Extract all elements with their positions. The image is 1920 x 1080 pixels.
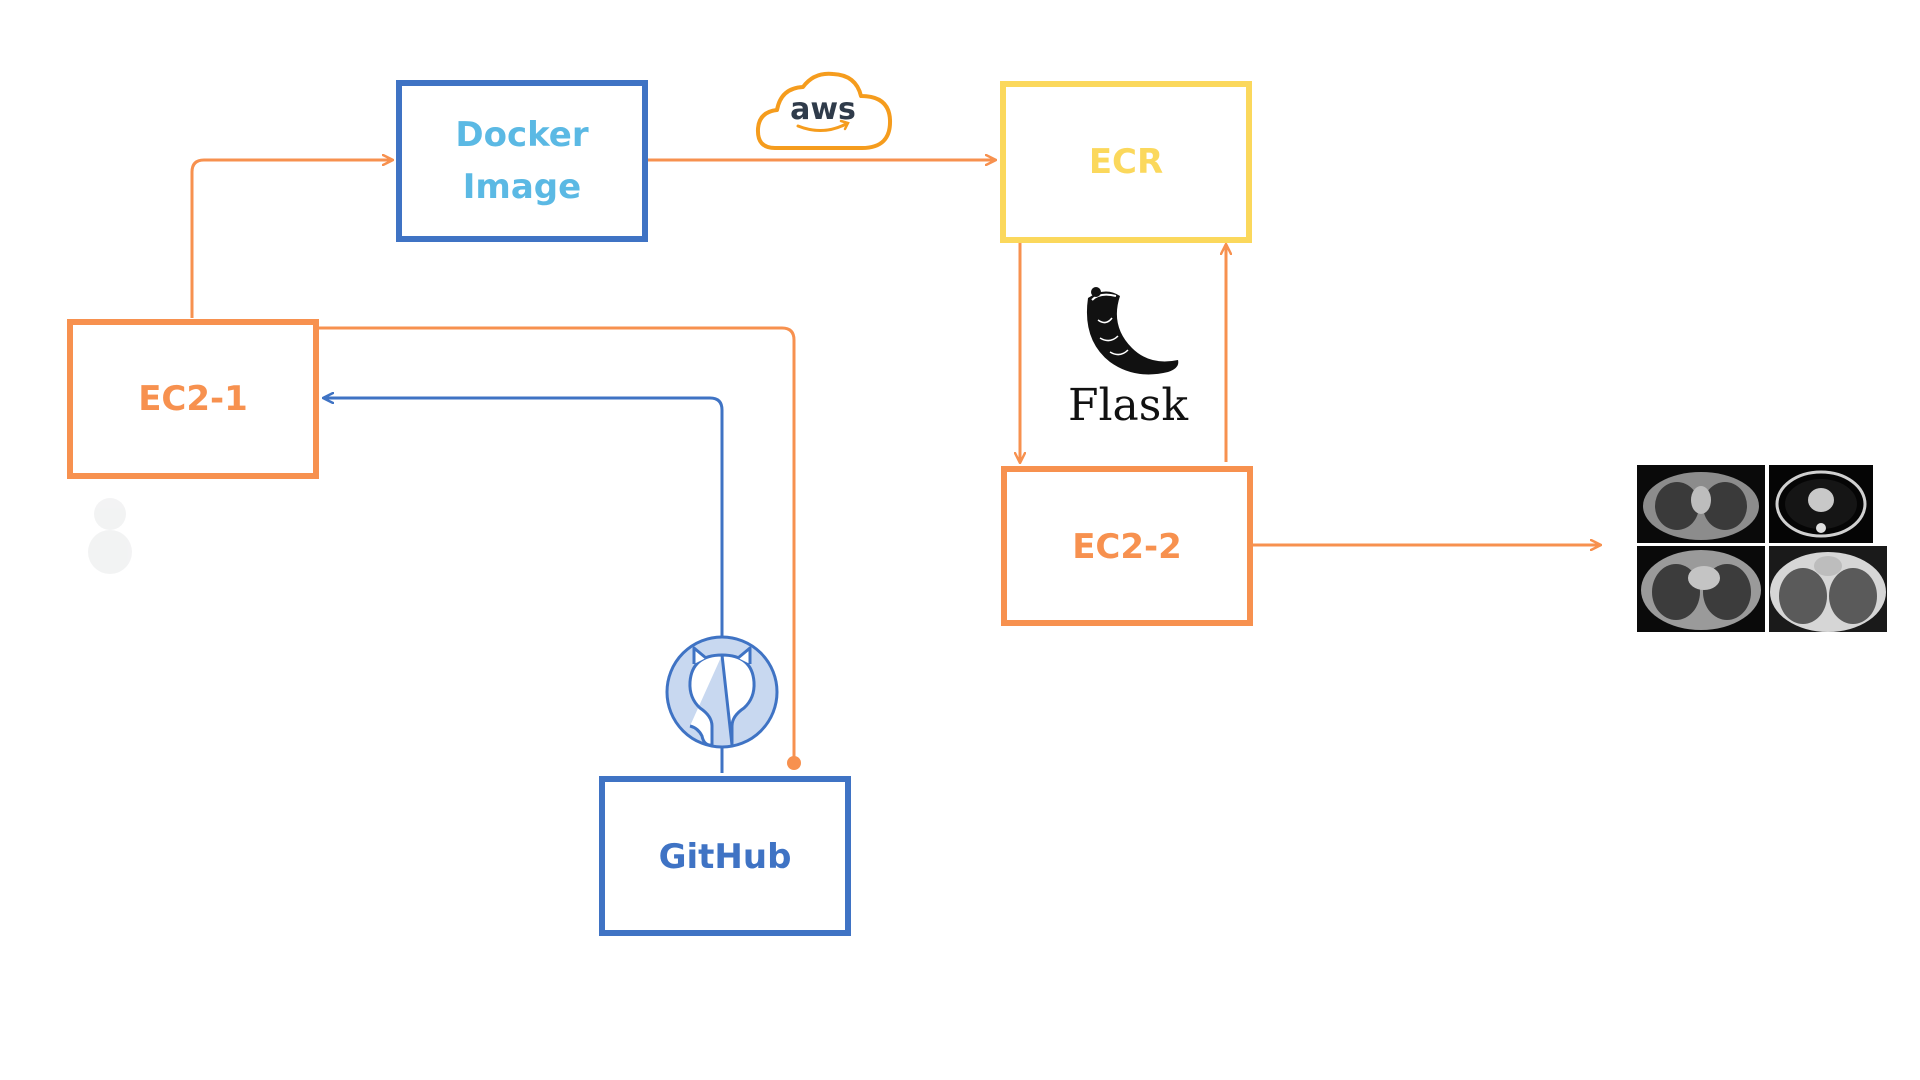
- flask-horn-icon: Flask: [1068, 282, 1188, 432]
- flask-logo-text: Flask: [1068, 380, 1188, 431]
- ecr-label: ECR: [1089, 142, 1163, 182]
- ct-scan-image-2: [1769, 465, 1873, 543]
- ct-scan-image-3: [1637, 546, 1765, 632]
- connector-github-to-ec2-1: [324, 398, 724, 773]
- connector-ec2-1-to-github: [316, 326, 796, 763]
- ct-scan-image-1: [1637, 465, 1765, 543]
- docker-image-label-line2: Image: [463, 167, 581, 207]
- node-docker-image: Docker Image: [396, 80, 648, 242]
- ec2-1-label: EC2-1: [138, 379, 248, 419]
- ct-scan-image-4: [1769, 546, 1887, 632]
- node-ec2-2: EC2-2: [1001, 466, 1253, 626]
- node-ecr: ECR: [1000, 81, 1252, 243]
- github-octocat-icon: [665, 635, 779, 749]
- connector-ec2-1-to-docker-image: [190, 160, 392, 318]
- ec2-2-label: EC2-2: [1072, 527, 1182, 567]
- lung-ct-scan-images: [1637, 465, 1887, 632]
- connector-dot: [787, 756, 801, 770]
- aws-cloud-icon: aws: [755, 71, 893, 150]
- github-label: GitHub: [659, 837, 792, 877]
- node-ec2-1: EC2-1: [67, 319, 319, 479]
- node-github: GitHub: [599, 776, 851, 936]
- docker-image-label-line1: Docker: [455, 115, 588, 155]
- faded-figure-icon: [88, 498, 132, 574]
